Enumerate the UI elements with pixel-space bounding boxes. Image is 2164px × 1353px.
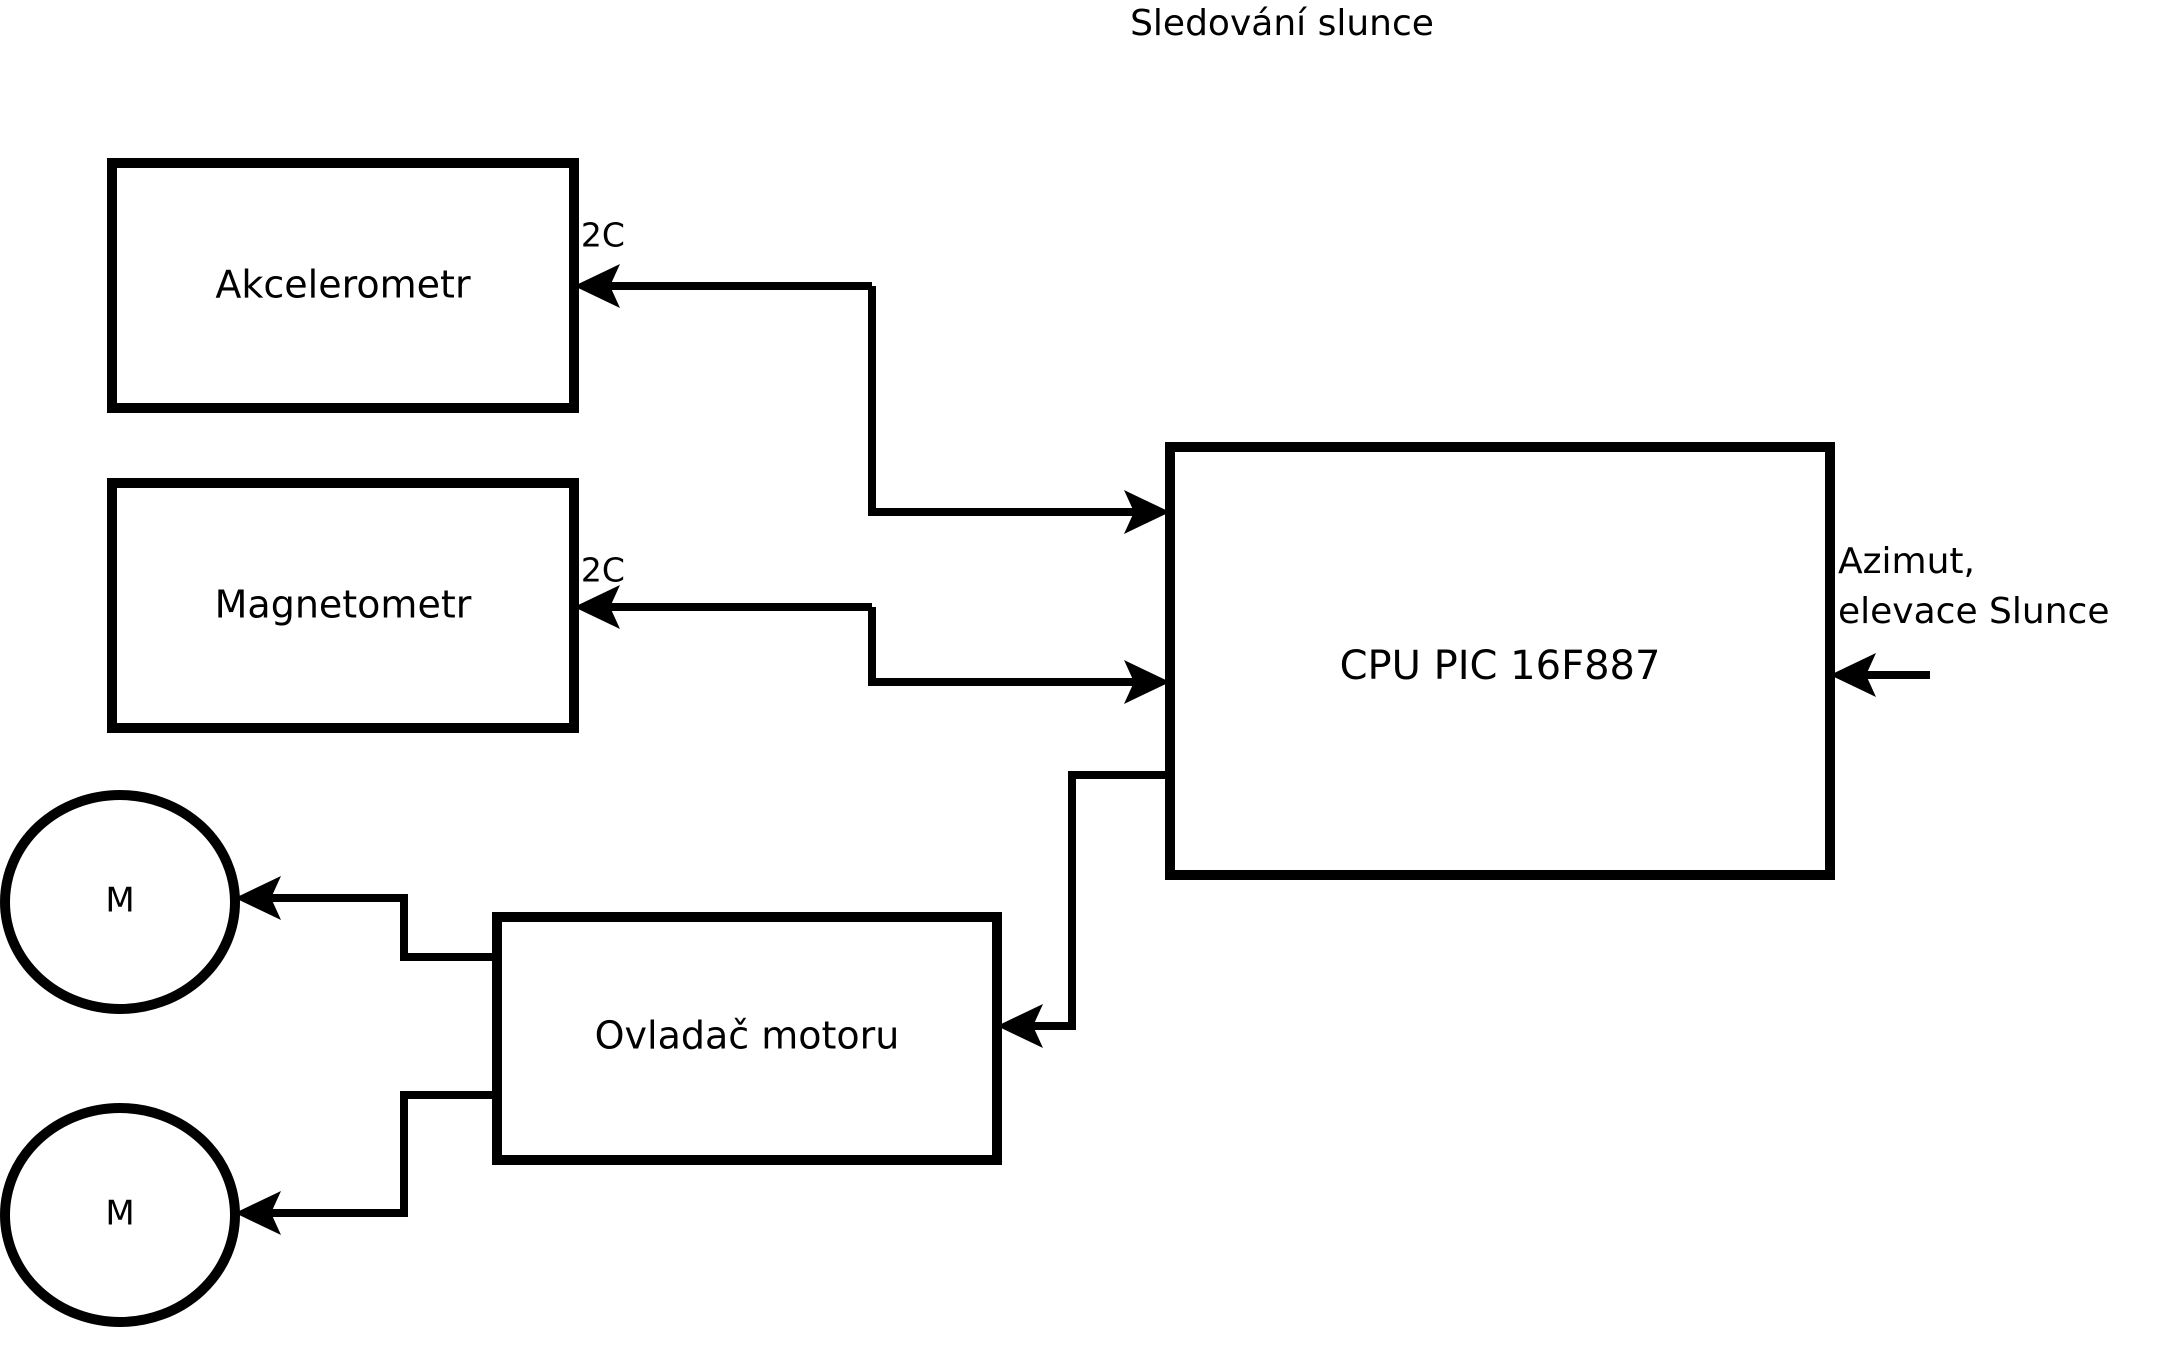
node-accelerometer[interactable]: Akcelerometr xyxy=(107,158,579,413)
magnetometer-box xyxy=(107,478,579,733)
motor-top-circle xyxy=(0,790,240,1014)
accelerometer-to-cpu-line xyxy=(868,286,1140,516)
magnetometer-to-cpu-arrowhead xyxy=(1124,660,1170,704)
motor-bottom-label: M xyxy=(105,1194,134,1234)
node-motor-driver[interactable]: Ovladač motoru xyxy=(492,912,1002,1165)
accelerometer-label: Akcelerometr xyxy=(215,263,471,307)
connector-cpu-to-magnetometer xyxy=(574,585,872,629)
motor-top-arrowhead xyxy=(235,876,281,920)
node-motor-top[interactable]: M xyxy=(0,790,240,1014)
magnetometer-bus-label: I2C xyxy=(571,551,625,590)
motor-top-label: M xyxy=(105,881,134,921)
motor-bottom-line xyxy=(265,1091,497,1217)
motor-driver-label: Ovladač motoru xyxy=(595,1014,900,1058)
node-motor-bottom[interactable]: M xyxy=(0,1103,240,1327)
connector-accelerometer-to-cpu xyxy=(868,286,1170,534)
connector-cpu-to-accelerometer xyxy=(574,264,872,308)
motor-bottom-arrowhead xyxy=(235,1191,281,1235)
connector-motor-driver-to-motor-bottom xyxy=(235,1091,497,1235)
cpu-to-motor-driver-arrowhead xyxy=(997,1004,1043,1048)
accelerometer-arrowhead xyxy=(574,264,620,308)
external-input-line2: elevace Slunce xyxy=(1838,591,2109,632)
motor-top-line xyxy=(265,894,497,961)
connector-motor-driver-to-motor-top xyxy=(235,876,497,961)
external-input-arrowhead xyxy=(1830,653,1876,697)
external-input-line1: Azimut, xyxy=(1838,541,1975,582)
accelerometer-bus-label: I2C xyxy=(571,216,625,255)
motor-driver-box xyxy=(492,912,1002,1165)
magnetometer-arrowhead xyxy=(574,585,620,629)
page-title: Sledování slunce xyxy=(1130,3,1434,44)
cpu-label: CPU PIC 16F887 xyxy=(1340,643,1661,689)
cpu-to-motor-driver-line xyxy=(1027,771,1170,1030)
accelerometer-box xyxy=(107,158,579,413)
node-magnetometer[interactable]: Magnetometr xyxy=(107,478,579,733)
node-cpu[interactable]: CPU PIC 16F887 xyxy=(1165,442,1835,880)
magnetometer-label: Magnetometr xyxy=(215,583,472,627)
connector-magnetometer-to-cpu xyxy=(868,607,1170,704)
cpu-box xyxy=(1165,442,1835,880)
magnetometer-to-cpu-line xyxy=(868,607,1140,686)
connector-cpu-to-motor-driver xyxy=(997,771,1170,1048)
accelerometer-to-cpu-arrowhead xyxy=(1124,490,1170,534)
motor-bottom-circle xyxy=(0,1103,240,1327)
connector-external-input-to-cpu: Azimut, elevace Slunce xyxy=(1830,541,2109,697)
